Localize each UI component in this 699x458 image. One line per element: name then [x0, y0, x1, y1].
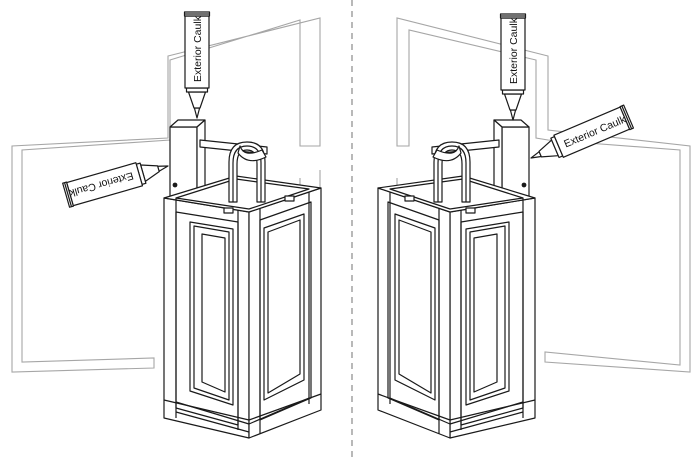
wall-lantern-icon — [163, 119, 322, 439]
left-panel: Exterior Caulk Exterior Caulk — [11, 11, 322, 439]
caulk-tube-icon: Exterior Caulk — [499, 13, 527, 121]
caulk-tube-icon: Exterior Caulk — [183, 11, 211, 119]
caulk-tube-icon: Exterior Caulk — [62, 153, 173, 208]
wall-lantern-icon — [377, 119, 536, 439]
wall-plane — [11, 17, 321, 373]
right-panel: Exterior Caulk Exterior Caulk — [377, 13, 691, 439]
caulk-label: Exterior Caulk — [192, 15, 204, 82]
wall-plane — [396, 17, 691, 373]
caulk-label: Exterior Caulk — [508, 17, 520, 84]
